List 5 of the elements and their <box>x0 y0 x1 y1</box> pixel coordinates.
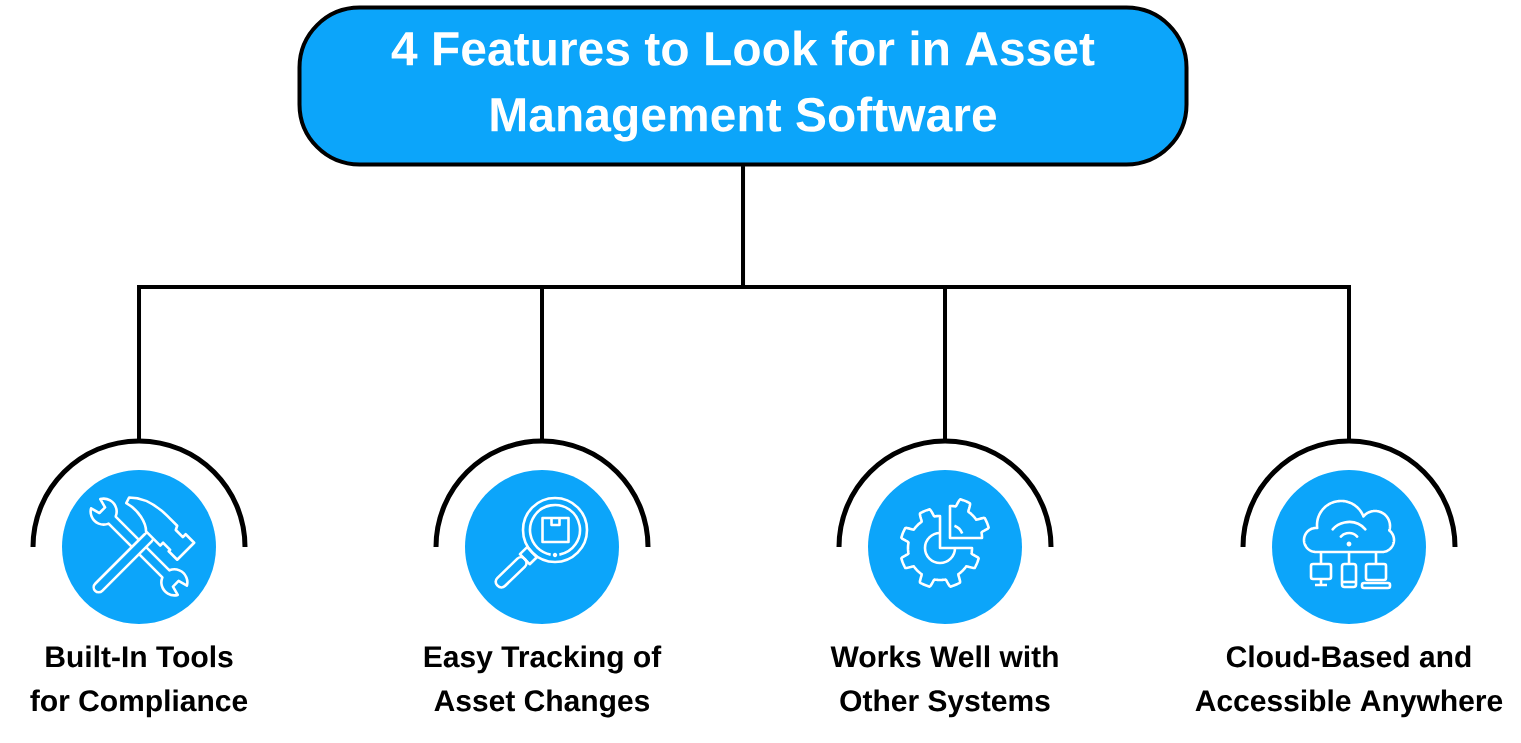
title-pill: 4 Features to Look for in Asset Management Software <box>297 5 1189 167</box>
feature-label: Built-In Tools for Compliance <box>30 645 248 718</box>
feature-label: Works Well with Other Systems <box>830 645 1058 718</box>
feature-label: Cloud-Based and Accessible Anywhere <box>1195 645 1503 718</box>
feature-label: Easy Tracking of Asset Changes <box>424 645 662 718</box>
